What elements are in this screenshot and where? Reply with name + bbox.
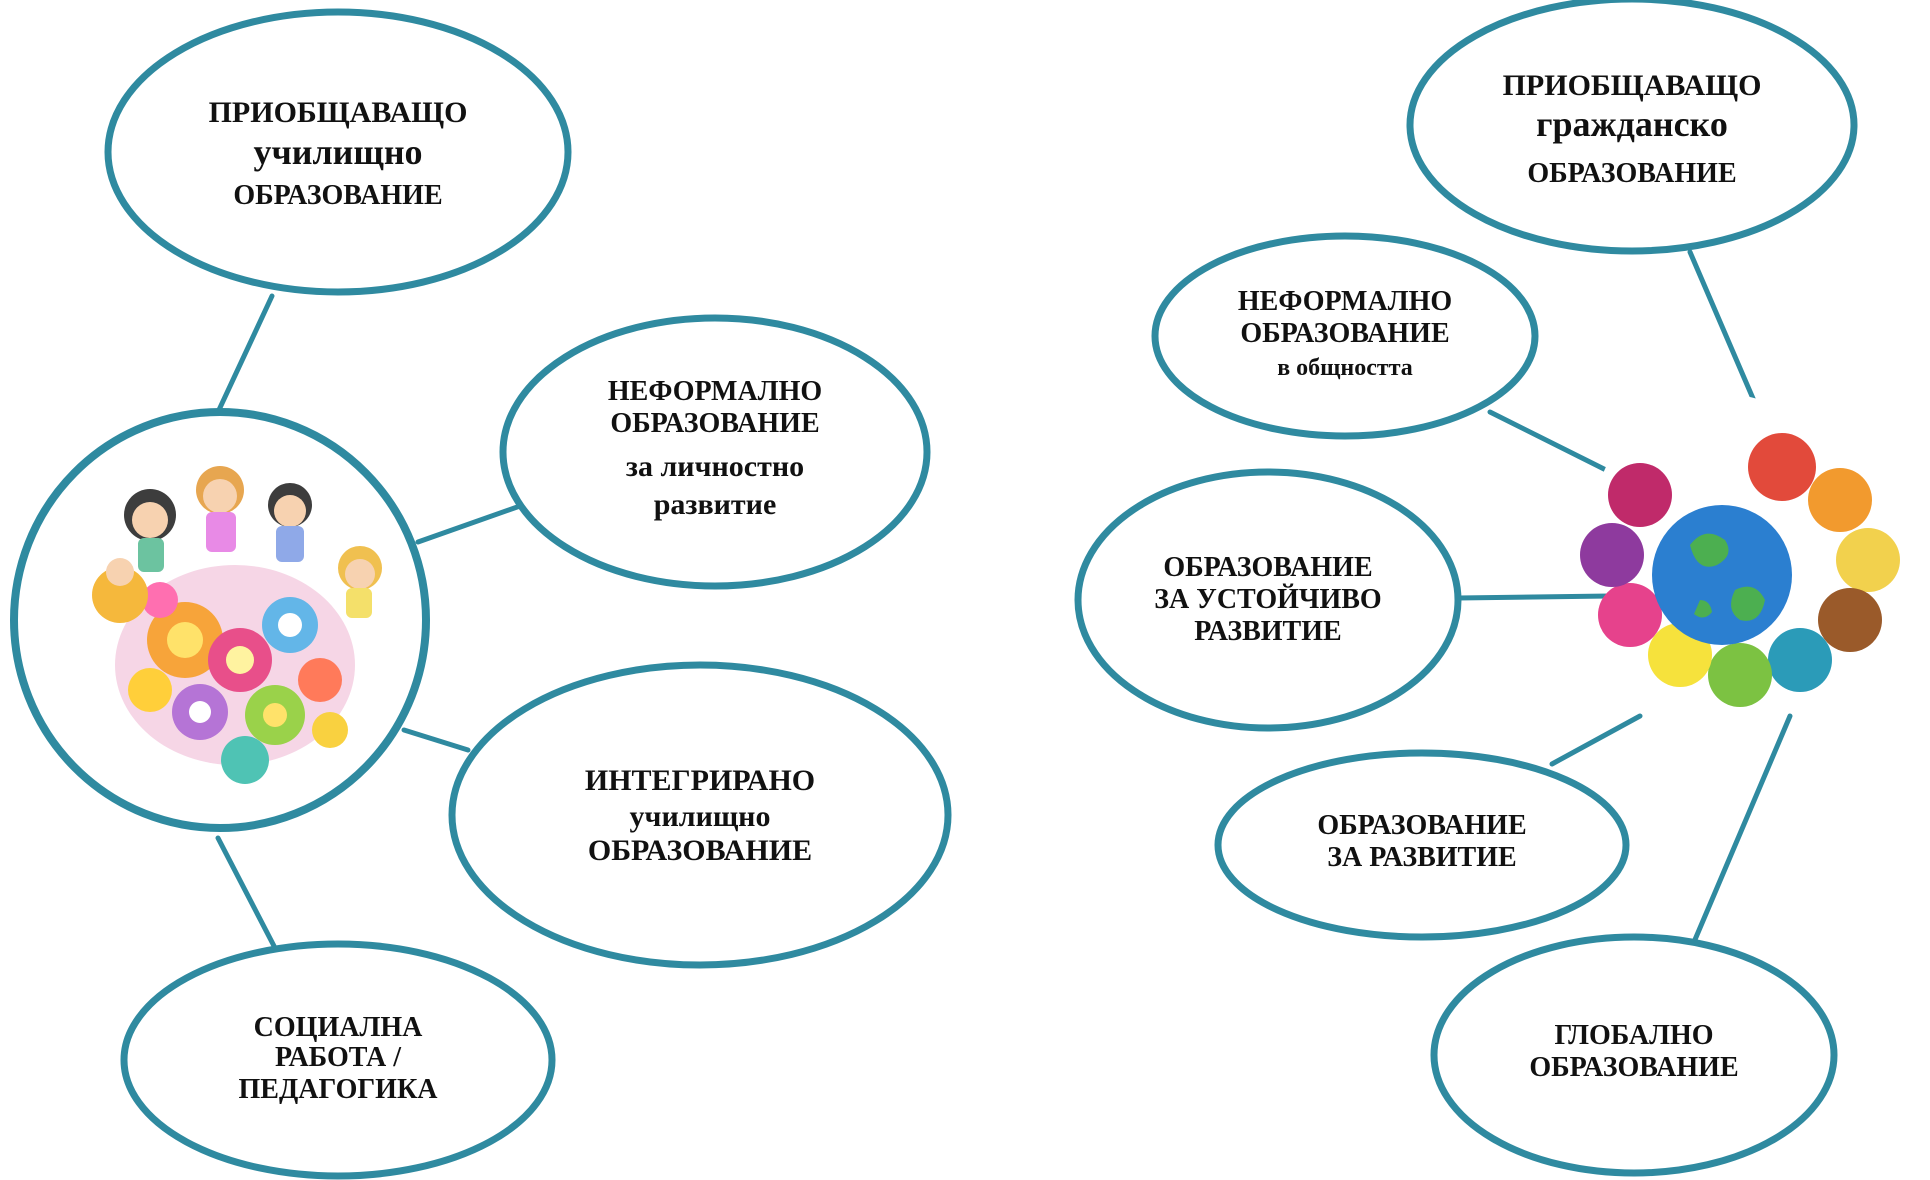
node-text-line: училищно (630, 800, 771, 833)
node-text-line: ПРИОБЩАВАЩО (1503, 69, 1762, 102)
node-text-line: ОБРАЗОВАНИЕ (233, 180, 442, 211)
node-text-line: ЗА РАЗВИТИЕ (1327, 842, 1516, 873)
node-nonformal-personal: НЕФОРМАЛНО ОБРАЗОВАНИЕ за личностно разв… (499, 314, 931, 590)
node-text-line: гражданско (1536, 104, 1728, 144)
node-text-line: развитие (654, 488, 777, 521)
node-text-line: ОБРАЗОВАНИЕ (1240, 318, 1449, 349)
node-text-line: ИНТЕГРИРАНО (585, 764, 815, 797)
node-text-line: СОЦИАЛНА (254, 1012, 423, 1043)
right-hub (1580, 394, 1900, 707)
node-global: ГЛОБАЛНО ОБРАЗОВАНИЕ (1430, 933, 1838, 1177)
node-text-line: РАБОТА / (275, 1042, 402, 1073)
node-text-line: ОБРАЗОВАНИЕ (588, 834, 812, 867)
node-text-line: ЗА УСТОЙЧИВО (1154, 584, 1381, 615)
node-text-line: ОБРАЗОВАНИЕ (1163, 552, 1372, 583)
node-text-line: ПЕДАГОГИКА (239, 1074, 439, 1105)
node-text-line: РАЗВИТИЕ (1194, 616, 1341, 647)
node-text-line: ОБРАЗОВАНИЕ (610, 408, 819, 439)
node-nonformal-community: НЕФОРМАЛНО ОБРАЗОВАНИЕ в общността (1151, 232, 1539, 440)
left-connectors (215, 293, 523, 949)
left-hub (10, 408, 430, 832)
node-text-line: ОБРАЗОВАНИЕ (1527, 158, 1736, 189)
node-text-line: НЕФОРМАЛНО (1238, 286, 1452, 317)
children-flower-globe-icon (92, 466, 382, 784)
node-text-line: ОБРАЗОВАНИЕ (1529, 1052, 1738, 1083)
node-sustainable: ОБРАЗОВАНИЕ ЗА УСТОЙЧИВО РАЗВИТИЕ (1074, 468, 1462, 732)
node-text-line: ГЛОБАЛНО (1554, 1020, 1713, 1051)
node-text-line: училищно (253, 132, 422, 172)
node-school-inclusive: ПРИОБЩАВАЩО училищно ОБРАЗОВАНИЕ (104, 8, 572, 296)
hands-around-globe-icon (1580, 394, 1900, 707)
node-development: ОБРАЗОВАНИЕ ЗА РАЗВИТИЕ (1214, 749, 1630, 941)
node-text-line: в общността (1277, 355, 1413, 381)
node-integrated-school: ИНТЕГРИРАНО училищно ОБРАЗОВАНИЕ (448, 661, 952, 969)
node-social-work: СОЦИАЛНА РАБОТА / ПЕДАГОГИКА (120, 940, 556, 1180)
node-text-line: ПРИОБЩАВАЩО (209, 96, 468, 129)
node-text-line: НЕФОРМАЛНО (608, 376, 822, 407)
node-text-line: за личностно (626, 450, 804, 483)
node-civic-inclusive: ПРИОБЩАВАЩО гражданско ОБРАЗОВАНИЕ (1406, 0, 1858, 255)
node-text-line: ОБРАЗОВАНИЕ (1317, 810, 1526, 841)
